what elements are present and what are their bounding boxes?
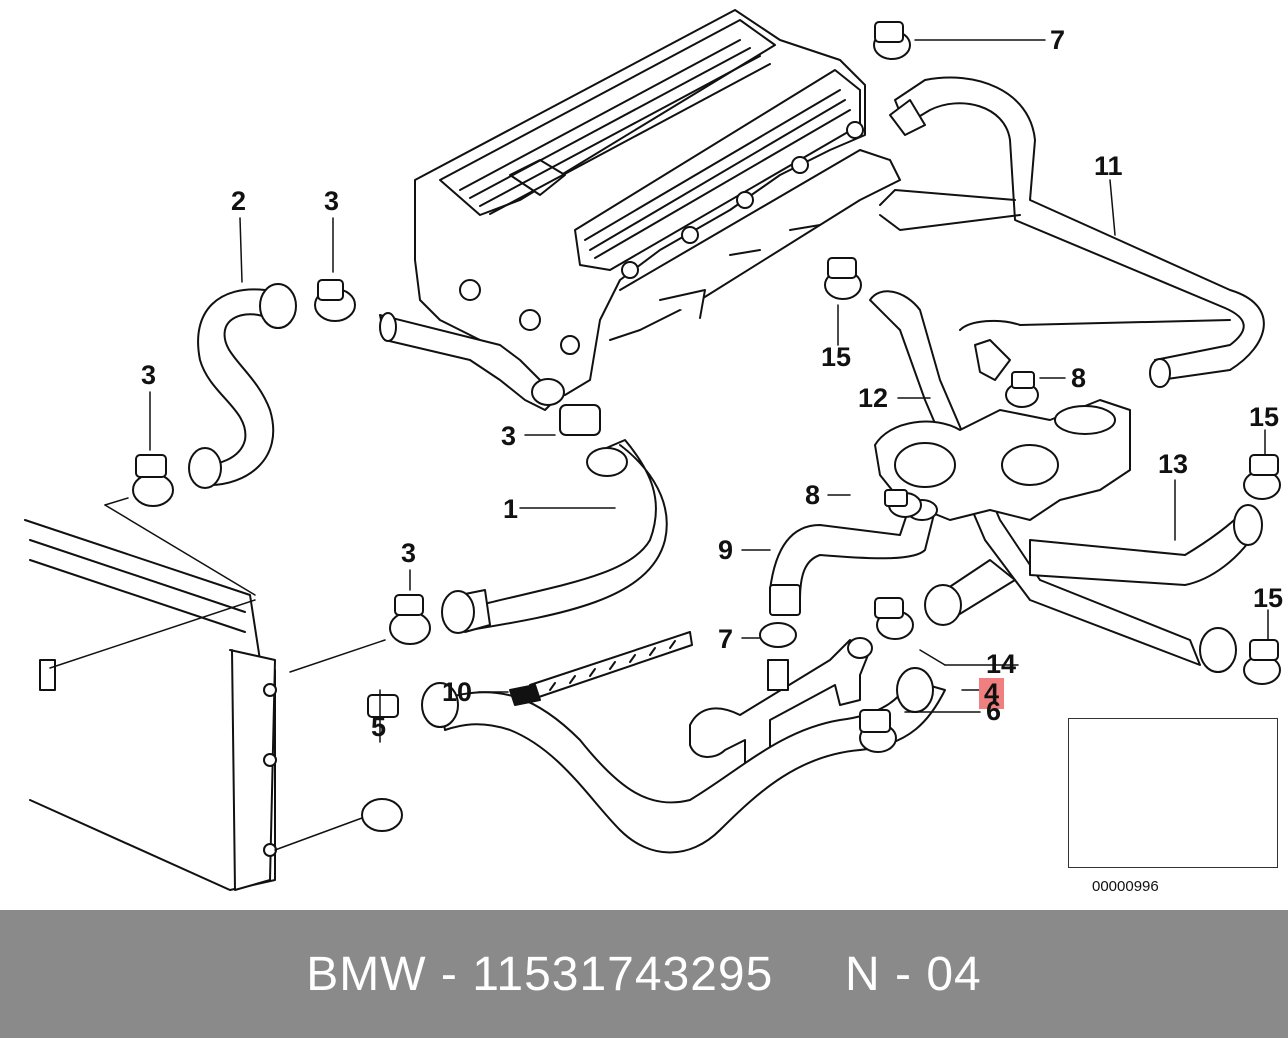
clamp-14 [874, 597, 914, 640]
thermostat-housing [874, 399, 1131, 521]
clamp-3-mid [559, 404, 601, 436]
callout-8-mid: 8 [805, 480, 821, 510]
radiator [24, 519, 277, 891]
clamp-6 [859, 709, 897, 753]
callout-4: 4 [979, 678, 1005, 709]
clamp-8-top [1005, 371, 1039, 408]
variant-suffix: N - 04 [845, 947, 982, 1001]
clamp-8-mid [884, 489, 922, 518]
leader-lines [49, 39, 1269, 851]
separator: - [440, 947, 458, 1001]
clamp-7-mid [759, 622, 797, 648]
clamp-15-right-top [1243, 454, 1281, 500]
clamp-15-right-bottom [1243, 639, 1281, 685]
callout-14: 14 [986, 649, 1017, 679]
footer-bar: BMW - 11531743295 N - 04 [0, 910, 1288, 1038]
cable-tie-10 [509, 631, 693, 706]
clamp-15-top [824, 257, 862, 300]
callout-2: 2 [231, 186, 247, 216]
callout-5: 5 [371, 712, 387, 742]
hose-9 [769, 499, 938, 616]
part-caption: BMW - 11531743295 N - 04 [0, 910, 1288, 1038]
pipe-assembly [689, 637, 873, 766]
callout-3-top: 3 [324, 186, 340, 216]
clamp-5 [361, 694, 403, 832]
clamp-3-lower [389, 594, 431, 645]
hose-13 [924, 504, 1263, 626]
hose-11 [879, 76, 1265, 388]
clamp-3-left [132, 454, 174, 507]
callout-8-top: 8 [1071, 363, 1087, 393]
callout-3-left: 3 [141, 360, 157, 390]
callout-10: 10 [442, 677, 473, 707]
callout-3-lower: 3 [401, 538, 417, 568]
vehicle-location-inset [1068, 718, 1278, 868]
hose-4 [421, 667, 946, 854]
clamp-7-top [873, 21, 911, 60]
callout-9: 9 [718, 535, 734, 565]
callout-12: 12 [858, 383, 889, 413]
diagram-code: 00000996 [1092, 878, 1159, 895]
callout-7-mid: 7 [718, 624, 734, 654]
callout-15-right-bottom: 15 [1253, 583, 1284, 613]
callout-6: 6 [986, 696, 1002, 726]
hose-2 [188, 283, 297, 489]
engine-cylinder-head [414, 9, 901, 396]
callout-15-right-top: 15 [1249, 402, 1280, 432]
callout-7-top: 7 [1050, 25, 1066, 55]
hose-clamps [132, 21, 1281, 832]
clamp-3-top [314, 279, 356, 322]
callout-11: 11 [1094, 151, 1123, 181]
callout-13: 13 [1158, 449, 1189, 479]
engine-outlet-pipe [379, 312, 565, 411]
part-number: 11531743295 [472, 947, 774, 1001]
callout-1: 1 [503, 494, 519, 524]
hose-12 [869, 290, 1237, 673]
callout-3-mid: 3 [501, 421, 517, 451]
callout-15-top: 15 [821, 342, 852, 372]
brand-label: BMW [306, 947, 427, 1001]
hose-1 [441, 439, 668, 634]
